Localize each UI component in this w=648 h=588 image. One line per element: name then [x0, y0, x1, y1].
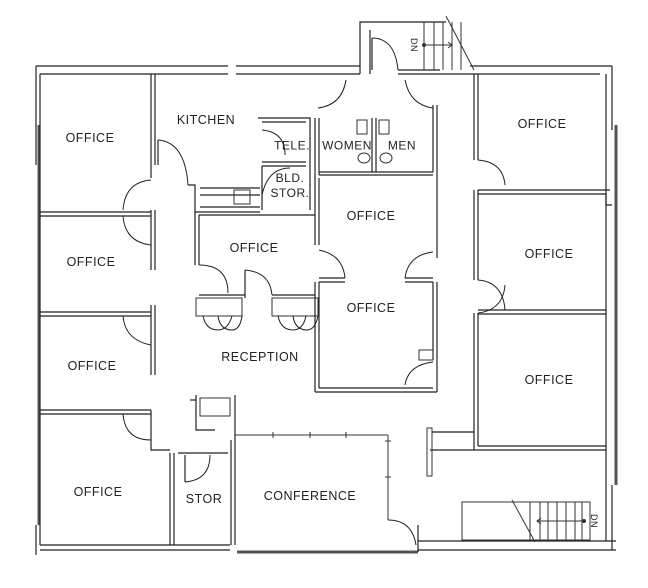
room-label-office-sw: OFFICE	[73, 485, 123, 499]
room-label-women: WOMEN	[322, 138, 372, 153]
room-label-tele: TELE.	[274, 138, 310, 153]
room-label-kitchen: KITCHEN	[176, 113, 236, 127]
room-label-conference: CONFERENCE	[263, 489, 357, 503]
room-label-men: MEN	[387, 138, 417, 153]
interior-walls	[40, 15, 612, 552]
room-label-office-w2: OFFICE	[66, 255, 116, 269]
room-label-office-center-lower: OFFICE	[346, 301, 396, 315]
doors	[122, 37, 506, 546]
room-label-office-nw: OFFICE	[65, 131, 115, 145]
room-label-bld-stor: BLD. STOR.	[270, 171, 310, 200]
room-label-office-center-upper: OFFICE	[346, 209, 396, 223]
room-label-office-w3: OFFICE	[67, 359, 117, 373]
room-label-office-kitchen-south: OFFICE	[229, 241, 279, 255]
room-label-reception: RECEPTION	[221, 350, 299, 364]
stair-north-dn-label: DN	[409, 38, 419, 52]
stair-south-dn-label: DN	[589, 514, 599, 528]
room-label-office-e2: OFFICE	[524, 247, 574, 261]
room-label-office-ne: OFFICE	[517, 117, 567, 131]
exterior-walls	[35, 21, 618, 555]
room-label-office-e3: OFFICE	[524, 373, 574, 387]
room-label-stor: STOR	[185, 492, 223, 506]
